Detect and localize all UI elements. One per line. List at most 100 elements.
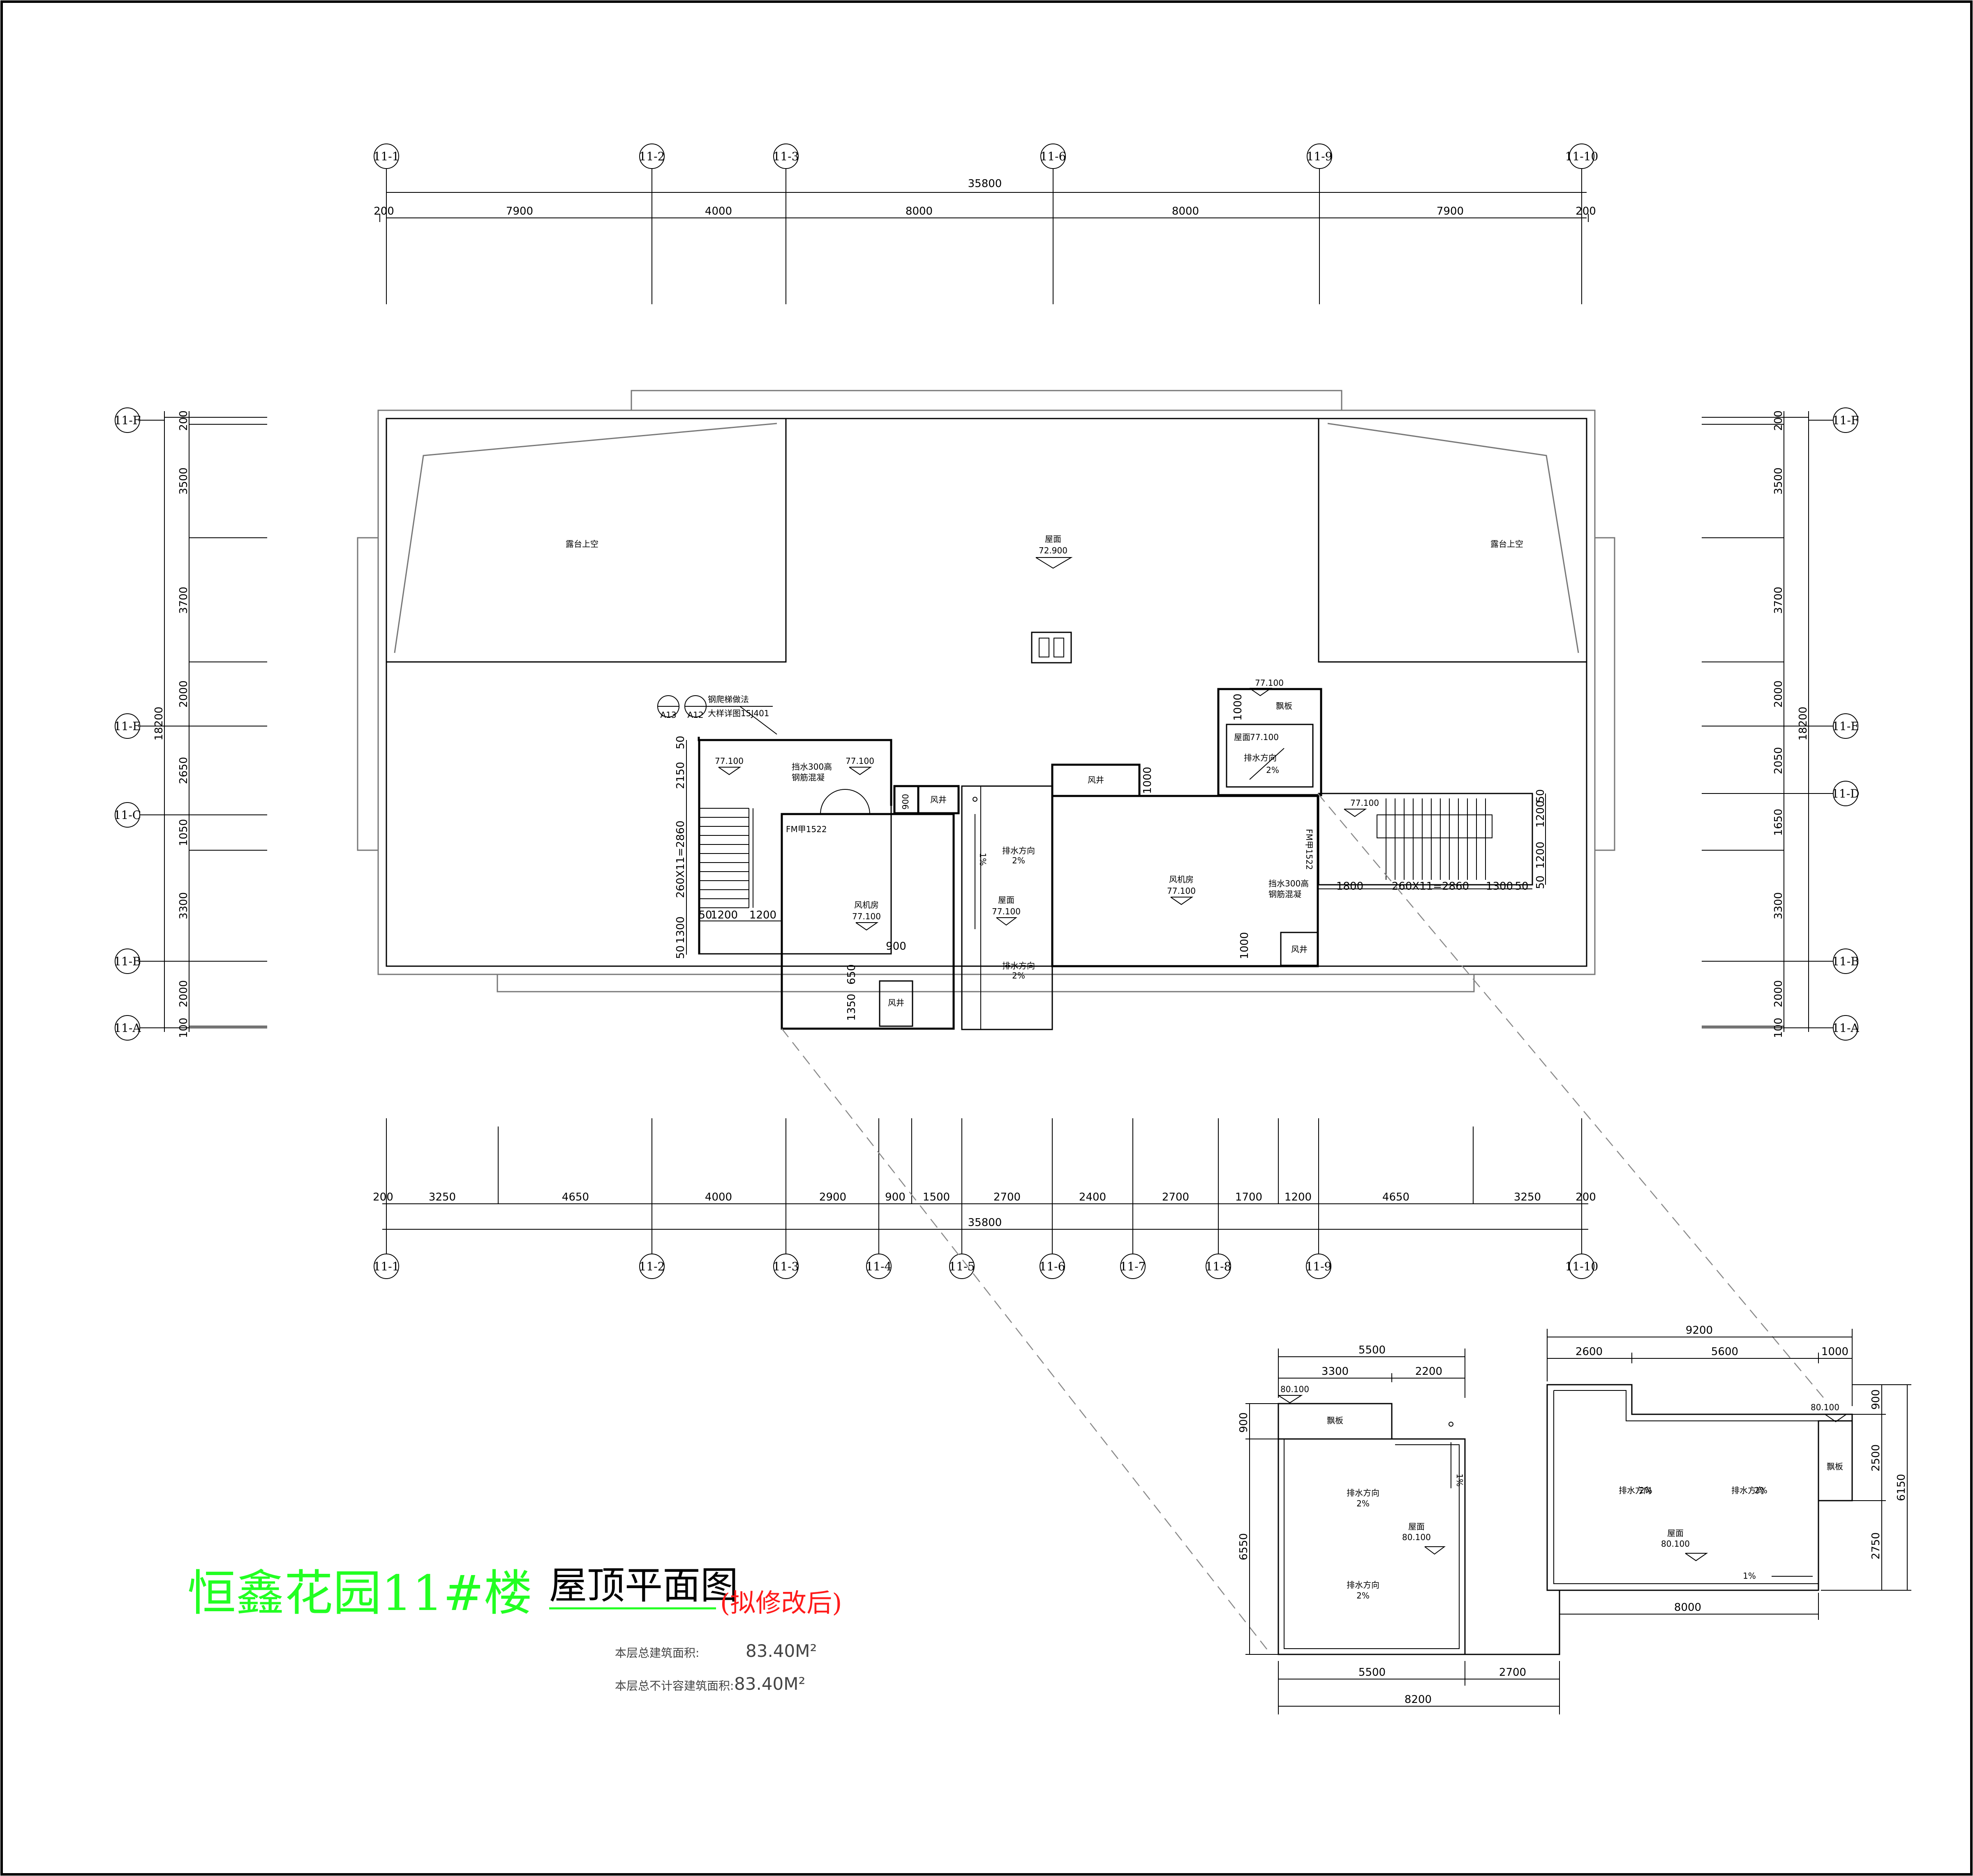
detail-a-slope-3: 1% — [1455, 1474, 1465, 1487]
excluded-area-value: 83.40M² — [734, 1674, 805, 1694]
slope-central: 1% — [978, 853, 988, 866]
bottom-dim-7: 1500 — [923, 1191, 950, 1203]
bottom-axis-9: 11-9 — [1306, 1260, 1332, 1273]
detail-b-roof: 屋面 — [1667, 1528, 1684, 1538]
left-dim-4: 2000 — [178, 680, 190, 708]
detail-a-dim-bot-3: 8200 — [1405, 1693, 1432, 1706]
fan-room-left: 风机房 — [854, 900, 879, 910]
left-axis-2: 11-E — [114, 719, 141, 733]
dim-misc-5: 1000 — [1238, 932, 1251, 959]
stair-right-elev: 77.100 — [1350, 798, 1379, 808]
detail-a-dim-left-2: 6550 — [1238, 1533, 1250, 1560]
left-dimensions: 200 3500 3700 2000 2650 1050 3300 2000 1… — [153, 410, 267, 1038]
detail-b: 飘板 80.100 排水方向 2% 排水方向 2% 屋面 80.100 1% 9… — [1465, 1324, 1911, 1655]
fan-room-right: 风机房 — [1169, 874, 1194, 884]
top-axis-6: 11-10 — [1565, 150, 1599, 163]
detail-a-drain-2: 排水方向 — [1347, 1580, 1379, 1590]
door-label-left: FM甲1522 — [786, 824, 827, 834]
bottom-axis-5: 11-5 — [949, 1260, 975, 1273]
right-dim-6: 1650 — [1772, 809, 1785, 836]
dim-misc-2: 650 — [846, 964, 858, 985]
project-title: 恒鑫花园11#楼 — [187, 1565, 532, 1622]
right-total-dim: 18200 — [1797, 707, 1809, 741]
bottom-axis-bubbles: 11-1 11-2 11-3 11-4 11-5 11-6 11-7 11-8 … — [374, 1254, 1598, 1279]
right-axis-2: 11-E — [1832, 719, 1859, 733]
detail-a-dim-top-1: 5500 — [1358, 1344, 1386, 1356]
stair-left-dim-5: 50 — [675, 945, 687, 959]
stair-right-vdim-3: 1200 — [1534, 842, 1547, 869]
left-dim-6: 1050 — [178, 819, 190, 846]
bottom-dim-5: 2900 — [819, 1191, 846, 1203]
bottom-dim-15: 200 — [1576, 1191, 1596, 1203]
top-dim-5: 8000 — [1172, 205, 1199, 217]
stair-right-hdim-3: 1300 — [1486, 880, 1513, 893]
bottom-dim-4: 4000 — [705, 1191, 732, 1203]
ramp-note-right: 挡水300高 — [1268, 879, 1309, 888]
gross-area-value: 83.40M² — [746, 1641, 817, 1661]
stair-left-hdim-2: 1200 — [711, 909, 738, 921]
top-axis-2: 11-2 — [639, 150, 665, 163]
bottom-axis-7: 11-7 — [1120, 1260, 1146, 1273]
bottom-dim-10: 2700 — [1162, 1191, 1189, 1203]
top-dim-6: 7900 — [1437, 205, 1464, 217]
top-dim-2: 7900 — [506, 205, 533, 217]
stair-left-hdim-3: 1200 — [749, 909, 776, 921]
detail-b-dim-top-4: 1000 — [1821, 1346, 1848, 1358]
right-axis-bubbles: 11-F 11-E 11-D 11-B 11-A — [1809, 407, 1860, 1041]
roof-elev-central: 77.100 — [992, 907, 1021, 916]
stair-left-dim-4: 1300 — [675, 916, 687, 944]
drain-central-2: 排水方向 — [1002, 961, 1035, 971]
right-dim-9: 100 — [1772, 1018, 1785, 1038]
dim-misc-1: 900 — [886, 940, 906, 953]
detail-b-roof-elev: 80.100 — [1661, 1539, 1690, 1549]
stair-left-dim-2: 2150 — [675, 762, 687, 789]
top-axis-5: 11-9 — [1307, 150, 1333, 163]
shaft-right-2: 风井 — [1291, 944, 1308, 954]
bottom-dim-1: 200 — [373, 1191, 393, 1203]
left-dim-9: 100 — [178, 1018, 190, 1038]
right-dim-3: 3700 — [1772, 587, 1785, 614]
detail-a-dim-bot-1: 5500 — [1358, 1666, 1386, 1679]
stair-left-dim-1: 50 — [675, 736, 687, 749]
ref-b: A12 — [687, 710, 703, 720]
drawing-title: 屋顶平面图 — [549, 1564, 738, 1608]
stair-left-elev: 77.100 — [715, 756, 744, 766]
bottom-axis-2: 11-2 — [639, 1260, 665, 1273]
stair-right-hdim-4: 50 — [1515, 880, 1528, 893]
left-total-dim: 18200 — [153, 707, 165, 741]
detail-b-drain-2: 排水方向 — [1731, 1485, 1764, 1495]
detail-b-dim-top-2: 2600 — [1576, 1346, 1603, 1358]
right-dimensions: 200 3500 3700 2000 2050 1650 3300 2000 1… — [1702, 410, 1809, 1038]
ramp-note-left: 挡水300高 — [792, 762, 832, 772]
left-dim-5: 2650 — [178, 757, 190, 784]
fan-room-right-elev: 77.100 — [1167, 886, 1196, 896]
left-axis-5: 11-A — [114, 1021, 141, 1035]
bottom-dim-14: 3250 — [1514, 1191, 1541, 1203]
slope-central-3: 2% — [1012, 971, 1025, 981]
bottom-axis-4: 11-4 — [866, 1260, 892, 1273]
detail-a-dim-top-3: 2200 — [1415, 1365, 1442, 1378]
top-dim-3: 4000 — [705, 205, 732, 217]
left-dim-8: 2000 — [178, 980, 190, 1007]
detail-a-roof-elev: 80.100 — [1402, 1532, 1431, 1542]
detail-b-dim-right-3: 2750 — [1870, 1532, 1882, 1559]
stair-right-hdim-1: 1800 — [1336, 880, 1363, 893]
left-axis-3: 11-C — [114, 808, 141, 822]
shaft-left-2: 风井 — [930, 795, 947, 805]
stair-right-vdim-2: 1200 — [1534, 800, 1547, 828]
top-axis-bubbles: 11-1 11-2 11-3 11-6 11-9 11-10 — [374, 143, 1599, 192]
bottom-axis-8: 11-8 — [1206, 1260, 1231, 1273]
stair-right-vdim-4: 50 — [1534, 875, 1547, 889]
detail-a-roof: 屋面 — [1408, 1522, 1425, 1531]
ramp-note-left2: 钢筋混凝 — [792, 773, 825, 782]
bottom-dim-12: 1200 — [1285, 1191, 1312, 1203]
roof-label-main: 屋面 — [1045, 534, 1061, 544]
stair-left-dim-3: 260X11=2860 — [675, 821, 687, 898]
detail-b-elev: 80.100 — [1811, 1402, 1839, 1412]
upper-box-elev: 77.100 — [1255, 678, 1284, 688]
stair-right-treads — [1377, 798, 1492, 880]
terrace-void-left: 露台上空 — [566, 539, 598, 549]
bottom-dim-2: 3250 — [429, 1191, 456, 1203]
stair-right-vdim-1: 50 — [1534, 789, 1547, 803]
